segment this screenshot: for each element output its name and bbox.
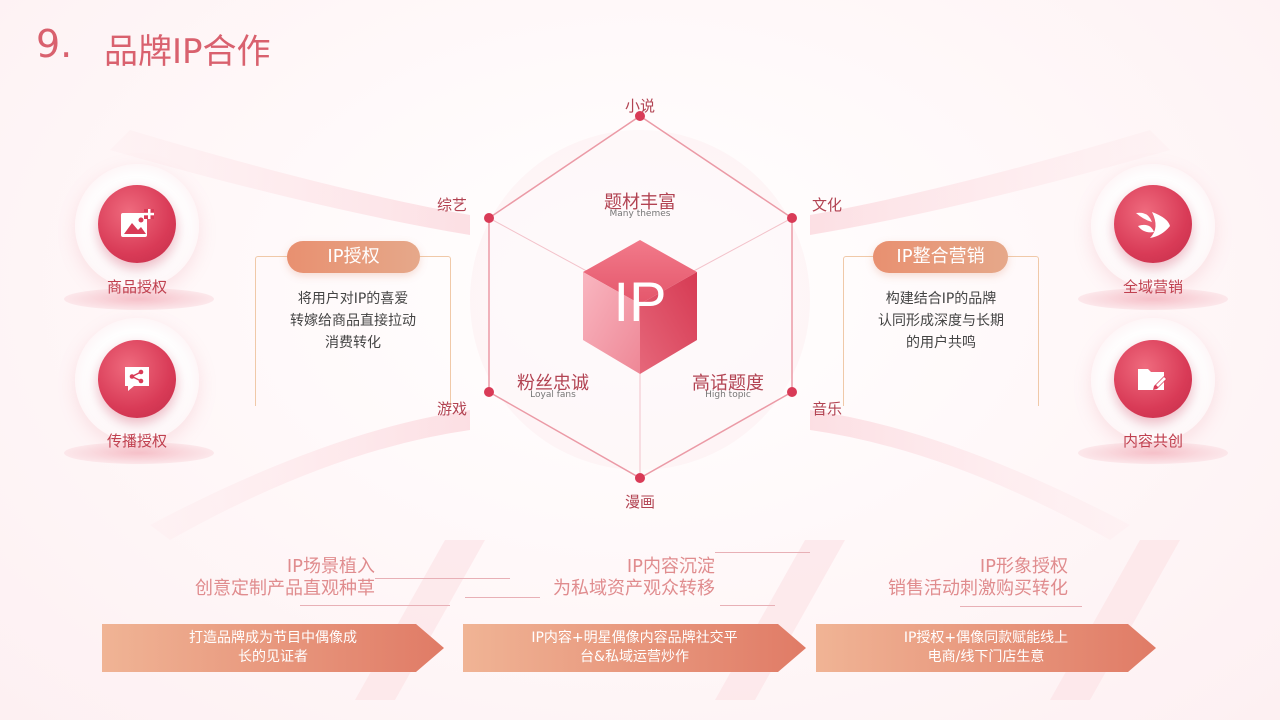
- pedestal: [1078, 288, 1228, 310]
- band-line: 长的见证者: [238, 649, 308, 665]
- vertex-label-music: 音乐: [812, 400, 843, 418]
- face-sublabel: High topic: [705, 390, 751, 400]
- desc-line: 将用户对IP的喜爱: [297, 291, 409, 307]
- band-line: IP内容+明星偶像内容品牌社交平: [531, 630, 738, 646]
- ip-license-description: 将用户对IP的喜爱 转嫁给商品直接拉动 消费转化: [258, 288, 448, 354]
- divider-line: [960, 606, 1082, 607]
- pedestal: [1078, 442, 1228, 464]
- bottom-subtitle: 销售活动刺激购买转化: [888, 578, 1068, 599]
- pedestal: [64, 442, 214, 464]
- band-line: IP授权+偶像同款赋能线上: [903, 630, 1069, 646]
- icon-label: 传播授权: [106, 432, 167, 450]
- vertex-dot: [635, 473, 645, 483]
- cube-left-face: [583, 272, 640, 374]
- vertex-dot: [635, 111, 645, 121]
- vertex-dot: [787, 387, 797, 397]
- page-title: 品牌IP合作: [104, 32, 271, 72]
- bottom-subtitle: 创意定制产品直观种草: [195, 578, 375, 599]
- divider-line: [465, 597, 540, 598]
- desc-line: 的用户共鸣: [906, 335, 976, 351]
- divider-line: [375, 578, 510, 579]
- desc-line: 消费转化: [325, 335, 381, 351]
- marketing-logo-icon[interactable]: [1114, 185, 1192, 263]
- bottom-title: IP形象授权: [979, 556, 1068, 577]
- band-line: 打造品牌成为节目中偶像成: [189, 630, 357, 646]
- cube-right-face: [640, 272, 697, 374]
- face-label-many-themes: 题材丰富: [604, 192, 676, 213]
- vertex-dot: [787, 213, 797, 223]
- vertex-label-culture: 文化: [812, 196, 843, 214]
- folder-edit-icon[interactable]: [1114, 340, 1192, 418]
- divider-line: [715, 552, 810, 553]
- face-label-loyal-fans: 粉丝忠诚: [517, 373, 589, 394]
- divider-line: [720, 605, 775, 606]
- icon-label: 内容共创: [1122, 432, 1183, 450]
- vertex-label-novel: 小说: [625, 97, 656, 115]
- vertex-dot: [484, 387, 494, 397]
- face-sublabel: Loyal fans: [530, 390, 576, 400]
- face-sublabel: Many themes: [609, 209, 671, 219]
- divider-line: [300, 605, 450, 606]
- desc-line: 认同形成深度与长期: [878, 313, 1004, 329]
- bottom-title: IP场景植入: [286, 556, 375, 577]
- face-label-high-topic: 高话题度: [692, 373, 764, 394]
- ip-marketing-pill: IP整合营销: [873, 241, 1008, 273]
- ip-marketing-description: 构建结合IP的品牌 认同形成深度与长期 的用户共鸣: [846, 288, 1036, 354]
- add-image-icon[interactable]: [98, 185, 176, 263]
- ip-cube-label: IP: [613, 270, 667, 333]
- bottom-subtitle: 为私域资产观众转移: [553, 578, 715, 599]
- bottom-arrow-band: IP授权+偶像同款赋能线上 电商/线下门店生意: [816, 624, 1156, 672]
- ip-license-pill: IP授权: [287, 241, 420, 273]
- section-number: 9.: [36, 22, 73, 66]
- share-icon[interactable]: [98, 340, 176, 418]
- vertex-label-comic: 漫画: [625, 493, 656, 511]
- bottom-arrow-band: 打造品牌成为节目中偶像成 长的见证者: [102, 624, 444, 672]
- vertex-dot: [484, 213, 494, 223]
- vertex-label-game: 游戏: [437, 400, 468, 418]
- vertex-label-variety: 综艺: [437, 196, 468, 214]
- icon-label: 商品授权: [106, 278, 167, 296]
- pedestal: [64, 288, 214, 310]
- icon-label: 全域营销: [1122, 278, 1183, 296]
- bottom-arrow-band: IP内容+明星偶像内容品牌社交平 台&私域运营炒作: [463, 624, 806, 672]
- bottom-title: IP内容沉淀: [626, 556, 715, 577]
- band-line: 电商/线下门店生意: [927, 649, 1045, 665]
- desc-line: 构建结合IP的品牌: [885, 291, 997, 307]
- desc-line: 转嫁给商品直接拉动: [290, 313, 416, 329]
- band-line: 台&私域运营炒作: [580, 649, 689, 665]
